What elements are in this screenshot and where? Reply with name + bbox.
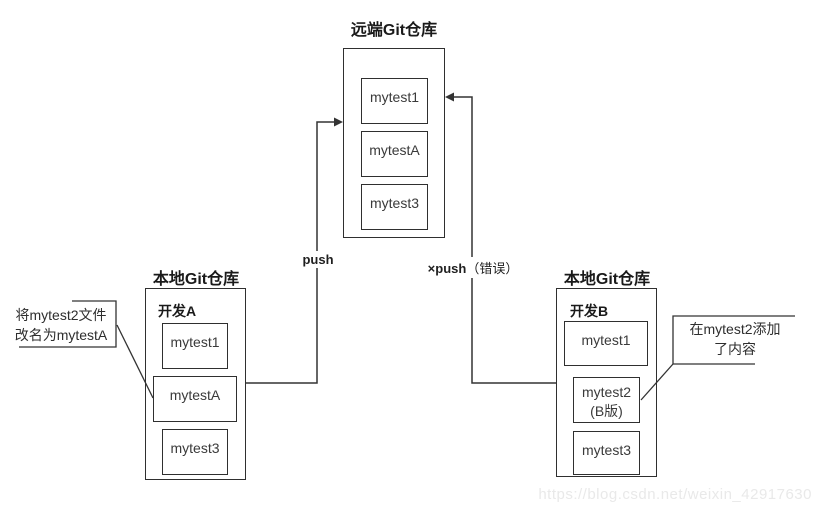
file-label: mytest3	[170, 440, 220, 456]
local-repo-b-title: 本地Git仓库	[563, 271, 651, 288]
push-label-text: push	[302, 252, 334, 267]
local-b-file-box-mytest1: mytest1	[564, 321, 648, 366]
dev-b-label: 开发B	[570, 303, 609, 319]
error-push-label-suffix: （错误）	[466, 261, 519, 276]
remote-file-box-mytest3: mytest3	[361, 184, 428, 230]
push-arrowhead-icon	[334, 117, 343, 127]
error-push-label: ×push（错误）	[409, 257, 537, 278]
local-a-file-box-mytestA: mytestA	[153, 376, 237, 422]
file-label: mytest1	[170, 334, 220, 350]
error-push-label-text: ×push	[427, 261, 467, 276]
rename-note-line1: 将mytest2文件	[15, 307, 107, 323]
rename-note-callout-border	[19, 300, 117, 348]
file-label: mytest1	[581, 332, 631, 348]
local-b-file-box-mytest2: mytest2 (B版)	[573, 377, 640, 423]
append-note-line2: 了内容	[714, 341, 756, 357]
local-repo-a-container	[145, 288, 246, 480]
rename-note-line2: 改名为mytestA	[14, 327, 108, 343]
append-note-leader-line	[640, 363, 674, 401]
file-label: mytest2	[581, 383, 631, 400]
local-repo-a-title: 本地Git仓库	[152, 271, 240, 288]
file-label: mytestA	[169, 387, 221, 403]
error-push-arrowhead-icon	[445, 92, 454, 102]
file-label: mytest3	[581, 442, 631, 458]
file-label: mytest1	[369, 89, 419, 105]
push-label: push	[291, 251, 345, 268]
dev-a-label: 开发A	[158, 303, 197, 319]
remote-file-box-mytest1: mytest1	[361, 78, 428, 124]
append-note: 在mytest2添加 了内容	[676, 319, 794, 359]
error-push-connector-line	[453, 96, 556, 384]
append-note-callout-border	[672, 315, 795, 365]
local-a-file-box-mytest3: mytest3	[162, 429, 228, 475]
rename-note-leader-line	[116, 324, 154, 399]
file-label: mytestA	[369, 142, 420, 158]
remote-file-box-mytestA: mytestA	[361, 131, 428, 177]
append-note-line1: 在mytest2添加	[689, 321, 781, 337]
remote-repo-title: 远端Git仓库	[350, 22, 438, 39]
rename-note: 将mytest2文件 改名为mytestA	[8, 305, 114, 345]
watermark-url: https://blog.csdn.net/weixin_42917630	[538, 486, 812, 503]
local-b-file-box-mytest3: mytest3	[573, 431, 640, 475]
local-repo-b-container	[556, 288, 657, 477]
file-sublabel: (B版)	[590, 402, 623, 419]
local-a-file-box-mytest1: mytest1	[162, 323, 228, 369]
remote-repo-container	[343, 48, 445, 238]
file-label: mytest3	[369, 195, 419, 211]
